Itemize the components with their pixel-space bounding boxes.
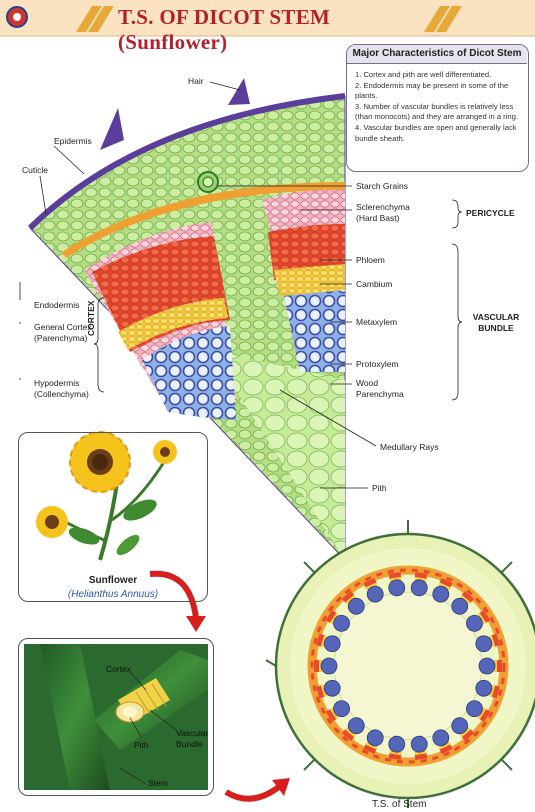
label-epidermis: Epidermis bbox=[54, 136, 92, 146]
label-general-cortex-sub: (Parenchyma) bbox=[34, 333, 87, 343]
label-cuticle: Cuticle bbox=[22, 165, 48, 175]
label-pericycle: PERICYCLE bbox=[466, 208, 515, 218]
stem-cross-section bbox=[266, 520, 535, 808]
label-phloem: Phloem bbox=[356, 255, 385, 265]
label-protoxylem: Protoxylem bbox=[356, 359, 399, 369]
label-starch-grains: Starch Grains bbox=[356, 181, 408, 191]
label-wood: Wood bbox=[356, 378, 378, 388]
closeup-label-bundle: Bundle bbox=[176, 739, 202, 749]
label-metaxylem: Metaxylem bbox=[356, 317, 397, 327]
characteristic-item: 4. Vascular bundles are open and general… bbox=[355, 123, 525, 144]
label-hair: Hair bbox=[188, 76, 204, 86]
sunflower-name: Sunflower bbox=[18, 576, 208, 586]
characteristics-heading: Major Characteristics of Dicot Stem bbox=[347, 45, 527, 64]
ts-caption: T.S. of Stem bbox=[372, 800, 426, 810]
characteristic-item: 1. Cortex and pith are well differentiat… bbox=[355, 70, 525, 81]
label-medullary-rays: Medullary Rays bbox=[380, 442, 439, 452]
label-hypodermis-sub: (Collenchyma) bbox=[34, 389, 89, 399]
label-pith: Pith bbox=[372, 483, 387, 493]
vascular-bundle bbox=[314, 658, 337, 674]
characteristics-list: 1. Cortex and pith are well differentiat… bbox=[355, 70, 525, 144]
label-general-cortex: General Cortex bbox=[34, 322, 92, 332]
stem-closeup-card bbox=[18, 638, 214, 796]
closeup-label-vascular: Vascular bbox=[176, 728, 208, 738]
label-cortex: CORTEX bbox=[86, 301, 96, 336]
label-hard-bast: (Hard Bast) bbox=[356, 213, 399, 223]
characteristics-box: Major Characteristics of Dicot Stem 1. C… bbox=[346, 44, 529, 172]
label-bundle: BUNDLE bbox=[466, 323, 526, 333]
characteristic-item: 2. Endodermis may be present in some of … bbox=[355, 81, 525, 102]
page-title: T.S. OF DICOT STEM (Sunflower) bbox=[118, 5, 418, 33]
label-endodermis: Endodermis bbox=[34, 300, 79, 310]
closeup-label-pith: Pith bbox=[134, 740, 149, 750]
label-hypodermis: Hypodermis bbox=[34, 378, 79, 388]
closeup-label-cortex: Cortex bbox=[106, 664, 131, 674]
label-vascular: VASCULAR bbox=[466, 312, 526, 322]
vascular-bundle bbox=[479, 658, 502, 674]
characteristic-item: 3. Number of vascular bundles is relativ… bbox=[355, 102, 525, 123]
closeup-label-stem: Stem bbox=[148, 778, 168, 788]
label-wood-parenchyma: Parenchyma bbox=[356, 389, 404, 399]
sunflower-scientific-name: (Helianthus Annuus) bbox=[18, 590, 208, 600]
label-cambium: Cambium bbox=[356, 279, 392, 289]
label-sclerenchyma: Sclerenchyma bbox=[356, 202, 410, 212]
